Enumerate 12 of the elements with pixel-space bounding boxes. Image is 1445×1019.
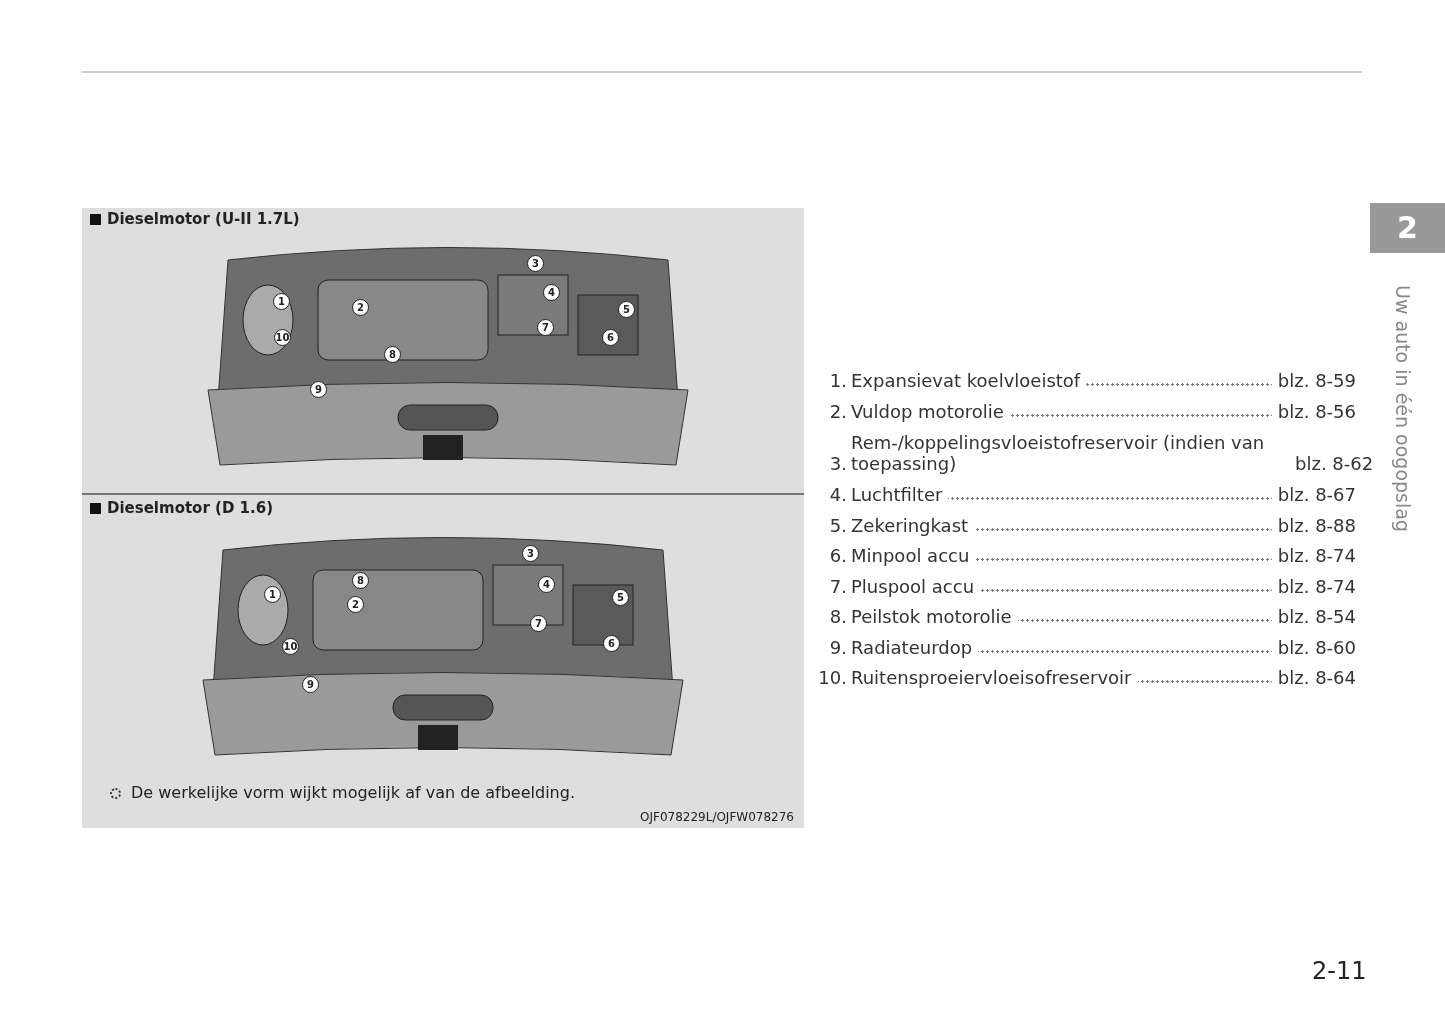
section-heading: Dieselmotor (D 1.6) — [107, 499, 273, 517]
item-text: Zekeringkast — [851, 515, 971, 536]
item-text: Ruitensproeiervloeisofreservoir — [851, 667, 1134, 688]
chapter-title: Uw auto in één oogopslag — [1392, 285, 1414, 532]
item-text: Radiateurdop — [851, 637, 975, 658]
item-text: Expansievat koelvloeistof — [851, 370, 1083, 391]
item-text: Vuldop motorolie — [851, 401, 1006, 422]
image-code: OJF078229L/OJFW078276 — [640, 810, 794, 824]
chapter-tab: 2 — [1370, 203, 1445, 253]
note: De werkelijke vorm wijkt mogelijk af van de afbeelding. — [131, 783, 575, 802]
page-number: 2-11 — [1312, 957, 1367, 985]
section-heading: Dieselmotor (U-II 1.7L) — [107, 210, 300, 228]
